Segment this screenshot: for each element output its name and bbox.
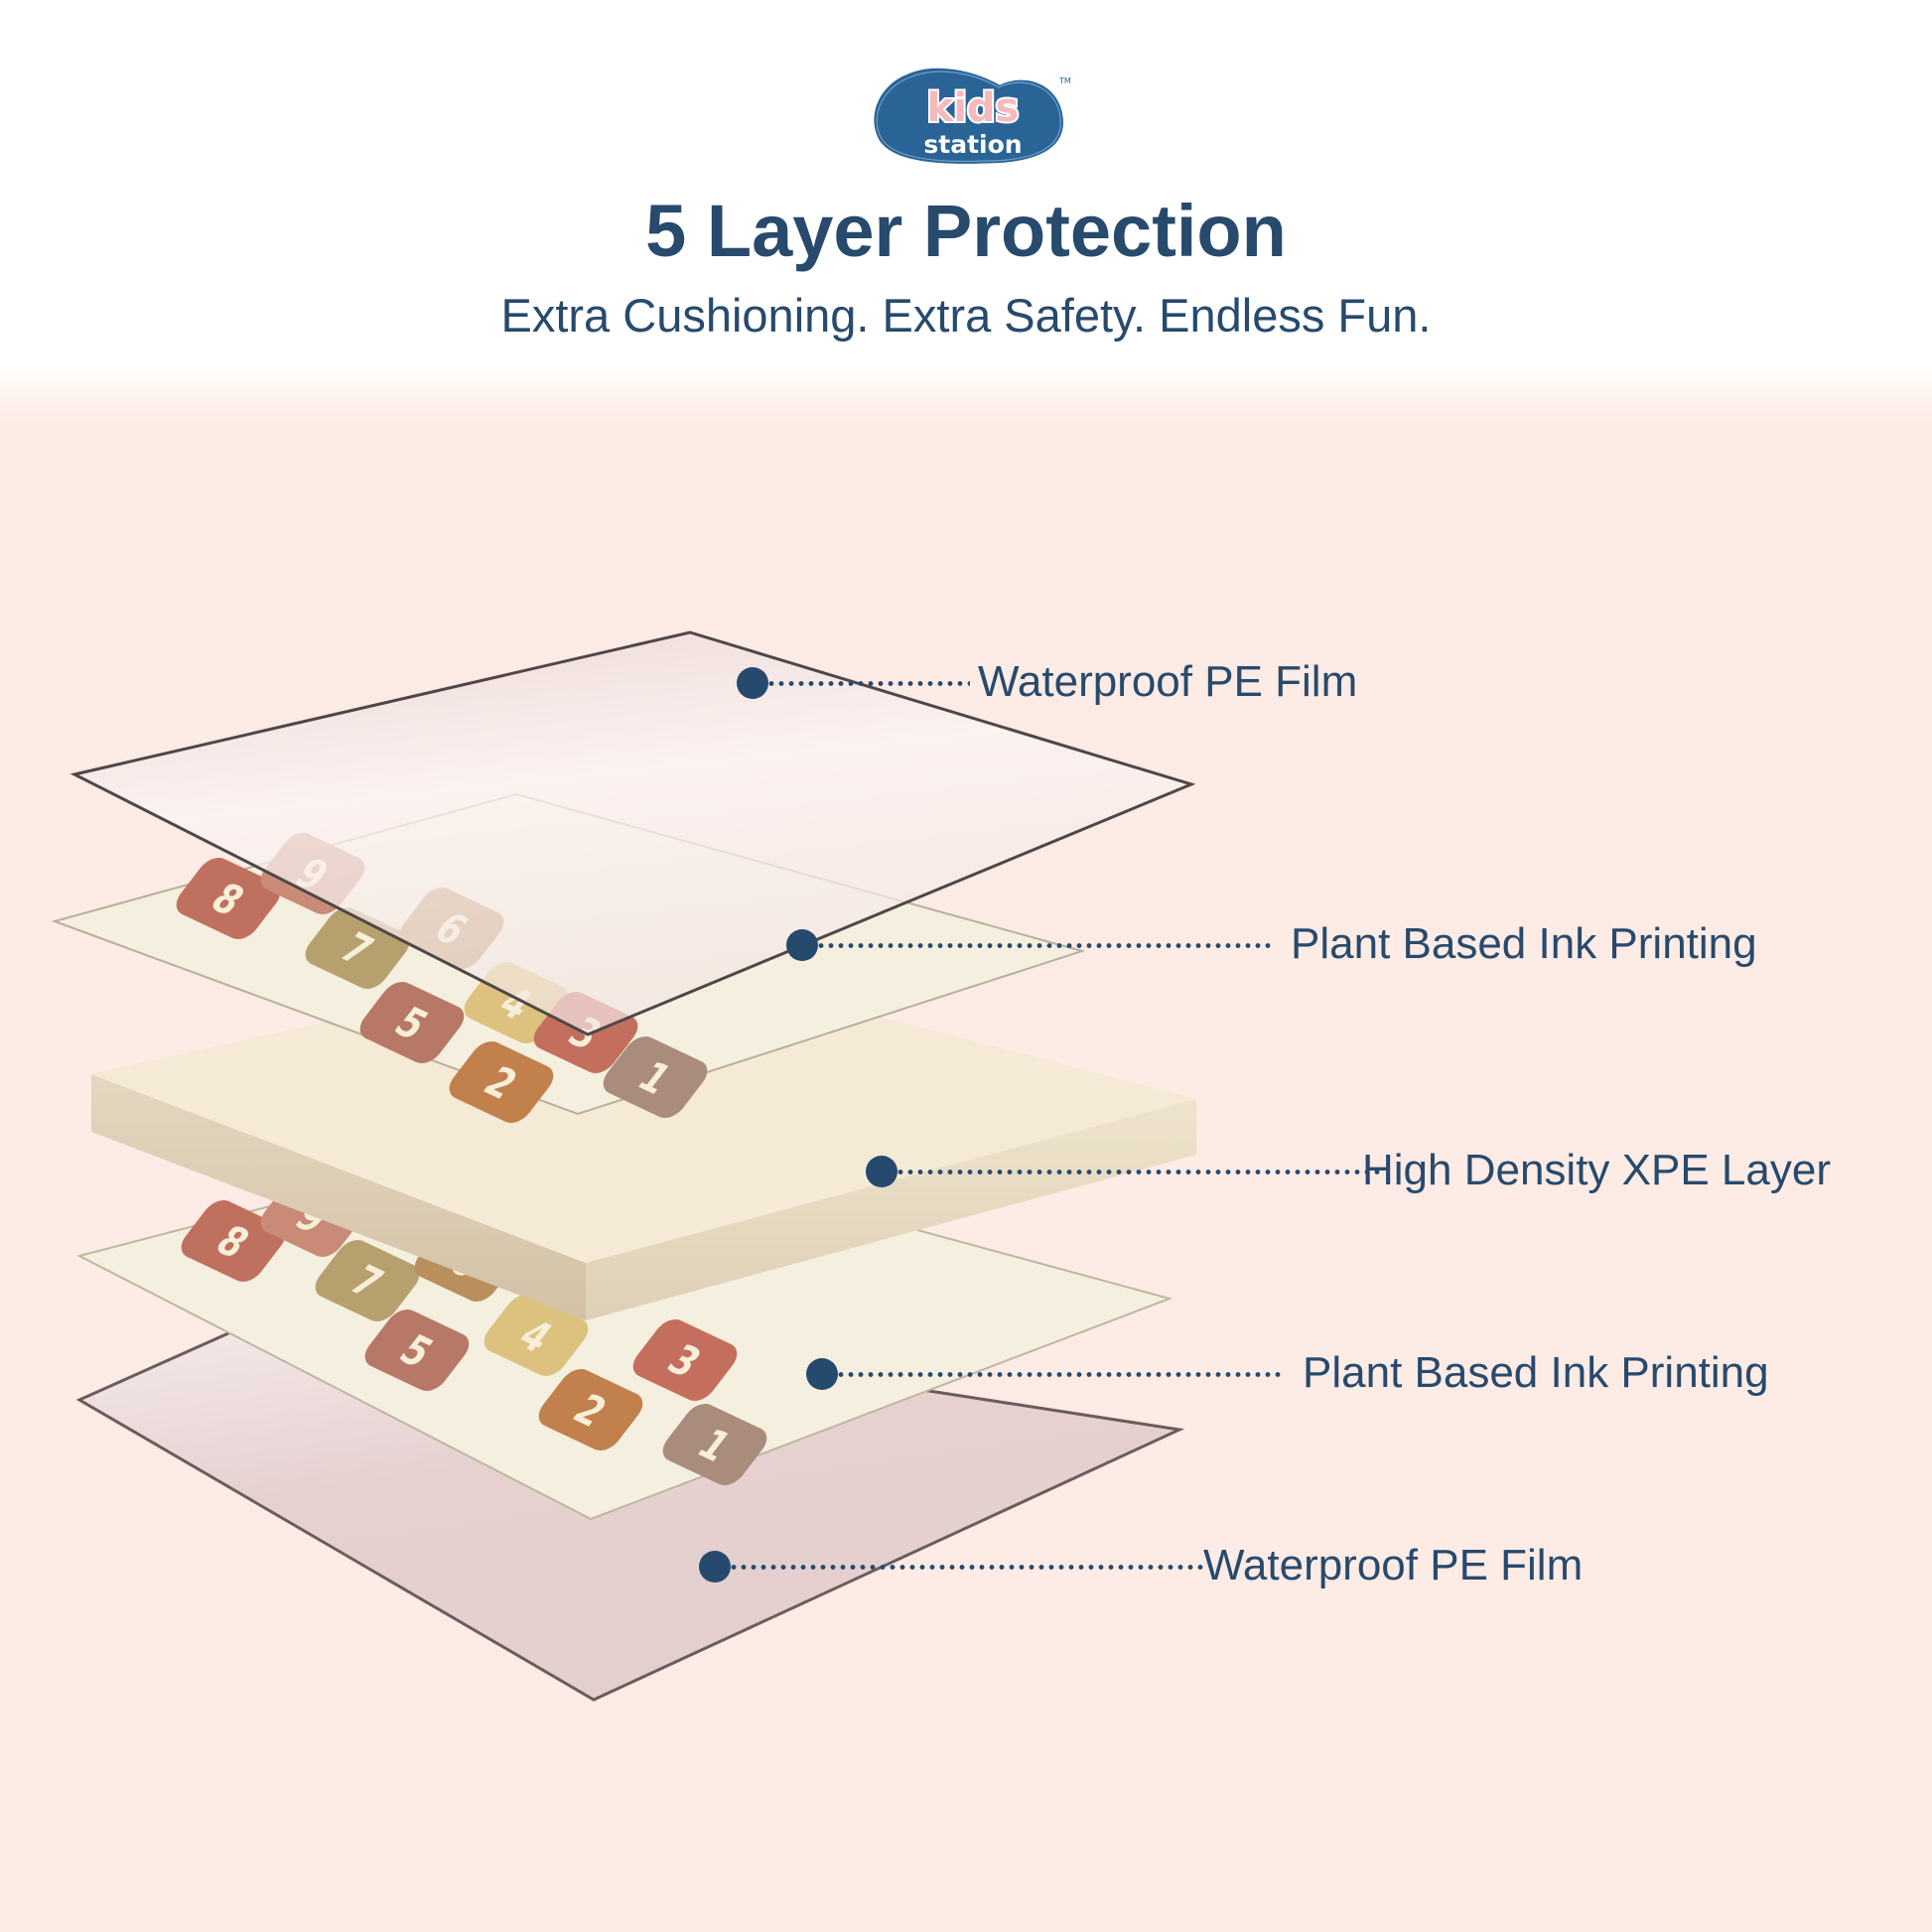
callout-dot-icon <box>699 1551 731 1583</box>
number-tile-bg <box>603 1036 708 1118</box>
number-tile-bg <box>364 1310 470 1391</box>
number-tile: 8 <box>176 858 281 939</box>
logo-station-text: station <box>923 130 1022 159</box>
dotted-leader-line <box>816 943 1271 948</box>
layer-label-top-print: Plant Based Ink Printing <box>1291 919 1757 968</box>
callout-dot-icon <box>866 1156 897 1187</box>
number-tile: 2 <box>449 1041 554 1123</box>
number-tile: 5 <box>364 1310 470 1391</box>
number-tile: 2 <box>538 1369 643 1450</box>
number-tile-bg <box>449 1041 554 1123</box>
layer-label-foam: High Density XPE Layer <box>1362 1146 1831 1194</box>
page-subtitle: Extra Cushioning. Extra Safety. Endless … <box>500 289 1432 342</box>
number-tile-bg <box>359 982 465 1063</box>
dotted-leader-line <box>729 1565 1207 1570</box>
number-tile: 1 <box>662 1404 767 1485</box>
number-tile: 5 <box>359 982 465 1063</box>
number-tile-bg <box>632 1319 738 1401</box>
number-tile: 7 <box>315 1240 420 1321</box>
number-tile: 4 <box>483 1295 589 1376</box>
brand-logo: kids station TM <box>866 62 1074 171</box>
page-title: 5 Layer Protection <box>645 190 1287 272</box>
logo-graphic: kids station TM <box>871 65 1071 167</box>
number-tile: 8 <box>181 1200 286 1282</box>
dotted-leader-line <box>836 1372 1283 1377</box>
number-tile-bg <box>538 1369 643 1450</box>
number-tile-bg <box>181 1200 286 1282</box>
number-tile: 3 <box>632 1319 738 1401</box>
callout-dot-icon <box>786 929 818 961</box>
layer-label-bottom-print: Plant Based Ink Printing <box>1303 1348 1769 1397</box>
number-tile: 1 <box>603 1036 708 1118</box>
number-tile-bg <box>315 1240 420 1321</box>
number-tile-bg <box>176 858 281 939</box>
logo-inner-outline <box>876 70 1061 163</box>
number-tile-bg <box>662 1404 767 1485</box>
number-tile-bg <box>483 1295 589 1376</box>
logo-blob <box>871 65 1066 167</box>
layer-label-top-film: Waterproof PE Film <box>978 657 1358 706</box>
dotted-leader-line <box>896 1170 1382 1174</box>
logo-kids-text: kids <box>927 85 1020 131</box>
foam-front-left-face <box>91 1074 586 1320</box>
foam-front-right-face <box>586 1099 1196 1320</box>
callout-dot-icon <box>737 667 768 699</box>
layer-label-bottom-film: Waterproof PE Film <box>1203 1541 1584 1589</box>
top-film-sheet <box>69 630 1196 1036</box>
dotted-leader-line <box>766 681 970 686</box>
top-film-layer <box>69 630 1196 1036</box>
trademark-symbol: TM <box>1058 76 1071 85</box>
callout-dot-icon <box>806 1358 838 1390</box>
